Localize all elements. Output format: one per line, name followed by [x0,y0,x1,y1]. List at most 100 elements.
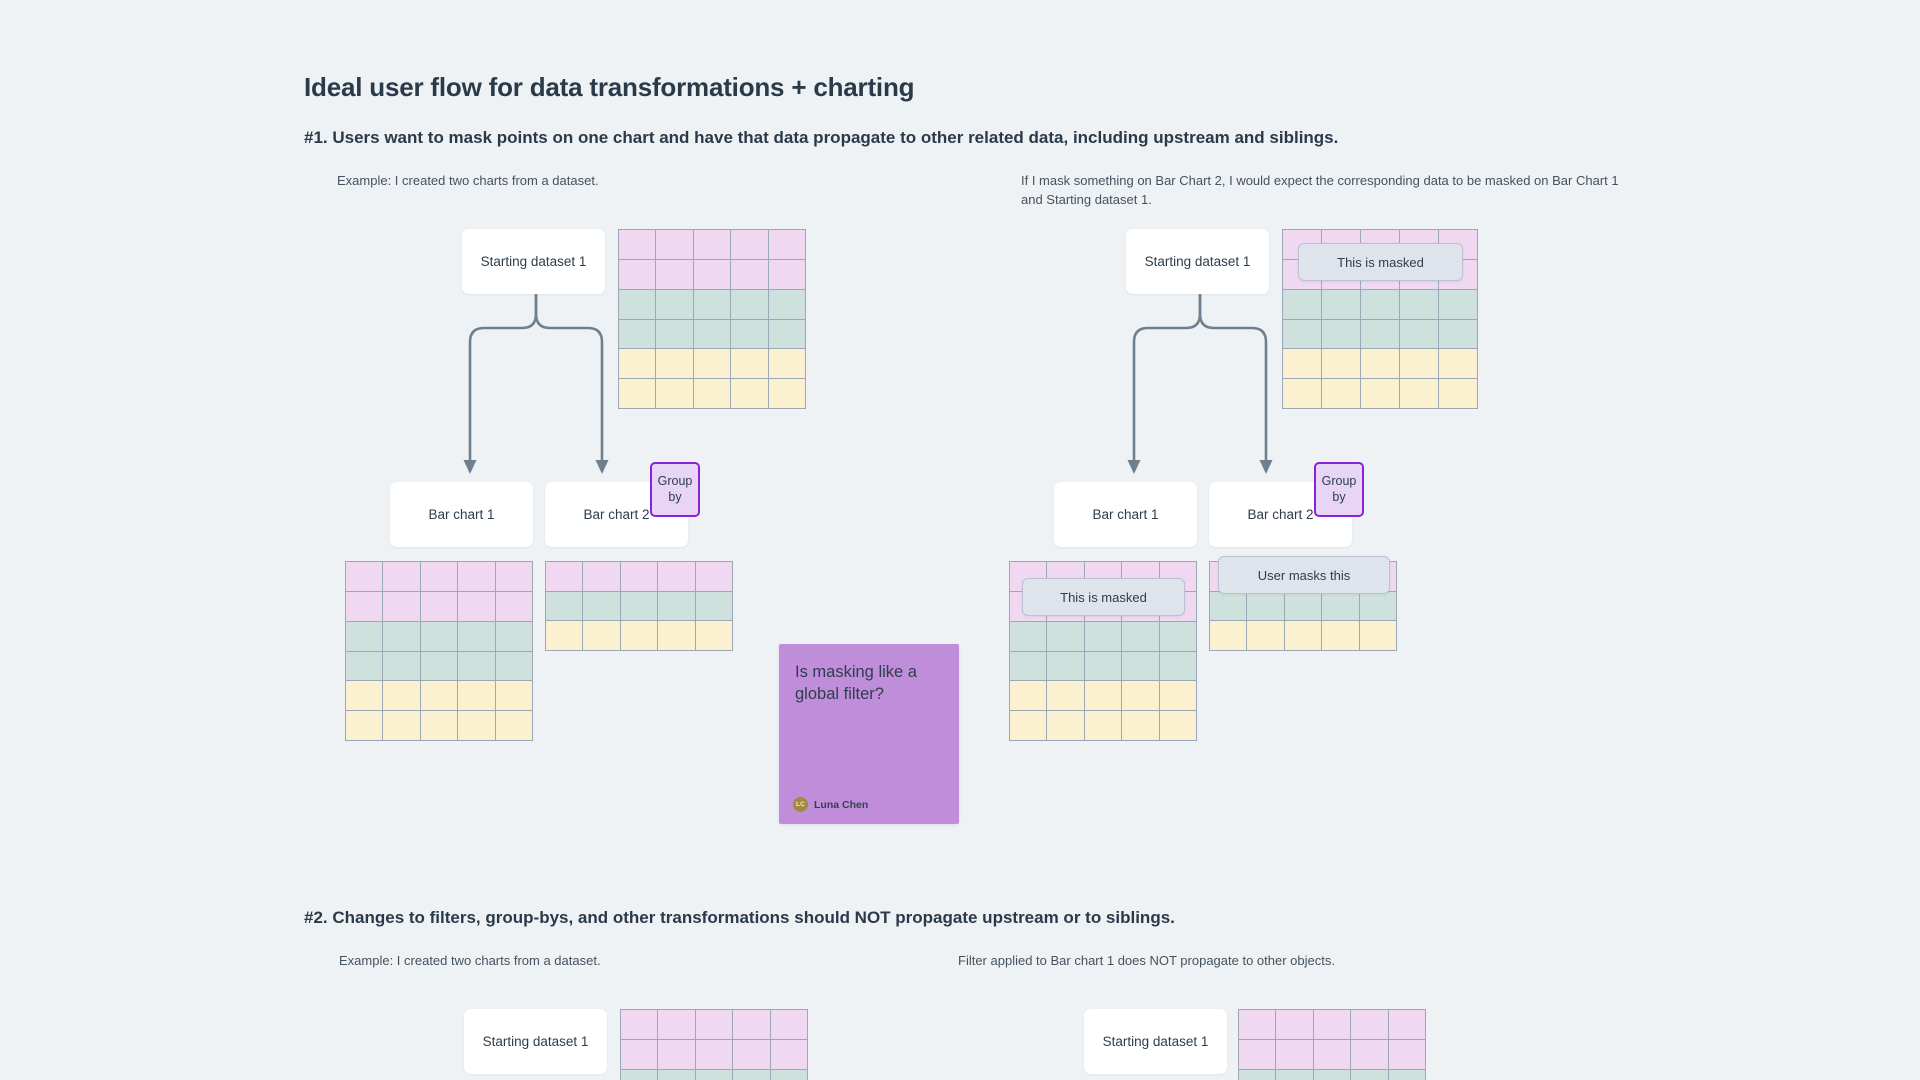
table-cell [583,591,620,621]
table-cell [768,319,805,349]
table-cell [1359,591,1396,621]
node-label: Group by [657,473,693,504]
table-cell [346,562,383,591]
avatar: LC [793,797,808,812]
table-cell [495,591,532,621]
author-name: Luna Chen [814,798,869,811]
table-cell [383,591,420,621]
node-group-by-right[interactable]: Group by [1314,462,1364,517]
table-cell [1322,621,1359,650]
table-cell [1313,1039,1351,1069]
section-1-heading: #1. Users want to mask points on one cha… [304,128,1339,147]
table-cell [768,259,805,289]
node-label: Bar chart 1 [428,507,495,522]
table-cell [731,319,768,349]
connector-right-1 [1127,290,1273,474]
table-cell [693,319,731,349]
table-cell [656,319,693,349]
sticky-note[interactable]: Is masking like a global filter? LC Luna… [779,644,959,824]
table-cell [693,289,731,319]
table-cell [731,259,768,289]
node-label: Bar chart 2 [583,507,650,522]
table-cell [1247,621,1284,650]
table-cell [346,651,383,681]
node-label: Starting dataset 1 [1144,254,1251,269]
table-cell [1084,651,1122,681]
table-cell [770,1010,807,1039]
node-starting-dataset-1-left-2[interactable]: Starting dataset 1 [464,1009,607,1074]
mask-badge-bar-chart-2[interactable]: User masks this [1218,556,1390,594]
table-cell [1047,651,1084,681]
table-cell [420,621,458,651]
table-cell [731,230,768,259]
table-cell [619,259,656,289]
table-bar-chart-2-left [545,561,733,651]
table-starting-dataset-1-left [618,229,806,409]
table-cell [546,562,583,591]
table-cell [695,591,732,621]
table-cell [1159,681,1196,711]
table-cell [656,349,693,379]
table-cell [1439,379,1477,408]
table-cell [1388,1039,1425,1069]
table-cell [1313,1010,1351,1039]
table-cell [383,711,420,740]
table-cell [420,591,458,621]
table-cell [495,651,532,681]
node-bar-chart-1-right[interactable]: Bar chart 1 [1054,482,1197,547]
node-label: Starting dataset 1 [482,1034,589,1049]
table-cell [1322,591,1359,621]
table-cell [693,349,731,379]
table-cell [346,591,383,621]
table-cell [731,289,768,319]
table-cell [1047,711,1084,740]
table-cell [1276,1010,1313,1039]
table-cell [1284,621,1322,650]
table-cell [731,379,768,408]
table-cell [458,621,495,651]
table-cell [656,230,693,259]
table-cell [1322,349,1360,379]
table-cell [1361,349,1399,379]
table-cell [1439,349,1477,379]
table-cell [768,379,805,408]
table-cell [383,562,420,591]
table-cell [695,621,732,650]
table-cell [583,562,620,591]
table-cell [495,711,532,740]
table-cell [1400,379,1438,408]
node-group-by-left[interactable]: Group by [650,462,700,517]
section-2-heading: #2. Changes to filters, group-bys, and o… [304,908,1175,927]
table-cell [1210,591,1247,621]
node-label: Bar chart 2 [1247,507,1314,522]
table-cell [1122,651,1159,681]
table-cell [656,289,693,319]
table-cell [1388,1069,1425,1080]
node-starting-dataset-1-left[interactable]: Starting dataset 1 [462,229,605,294]
table-cell [619,289,656,319]
table-cell [768,349,805,379]
table-cell [1313,1069,1351,1080]
node-starting-dataset-1-right-2[interactable]: Starting dataset 1 [1084,1009,1227,1074]
node-label: Starting dataset 1 [1102,1034,1209,1049]
table-cell [1239,1069,1276,1080]
table-cell [1084,711,1122,740]
table-cell [695,1039,733,1069]
mask-badge-bar-chart-1[interactable]: This is masked [1022,578,1185,616]
table-cell [658,1039,695,1069]
table-cell [1122,681,1159,711]
table-cell [1276,1069,1313,1080]
section-2-left-caption: Example: I created two charts from a dat… [339,953,601,968]
table-cell [619,230,656,259]
table-cell [1361,379,1399,408]
node-starting-dataset-1-right[interactable]: Starting dataset 1 [1126,229,1269,294]
mask-badge-starting-dataset[interactable]: This is masked [1298,243,1463,281]
table-cell [1283,289,1321,319]
table-cell [1122,621,1159,651]
table-cell [658,621,695,650]
table-cell [1400,349,1438,379]
node-bar-chart-1-left[interactable]: Bar chart 1 [390,482,533,547]
table-cell [1359,621,1396,650]
table-cell [658,591,695,621]
